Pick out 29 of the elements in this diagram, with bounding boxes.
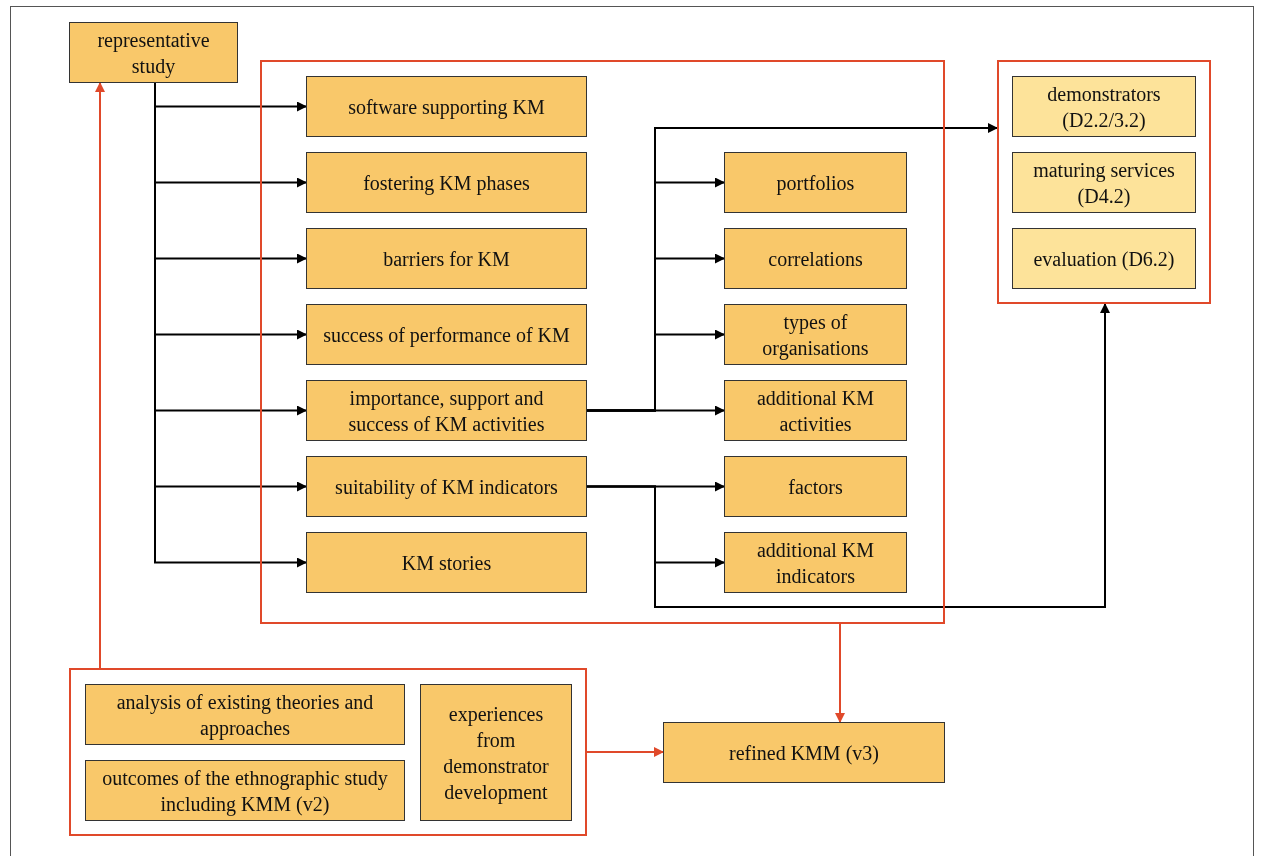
arrow xyxy=(95,82,105,669)
process-box: analysis of existing theories and approaches xyxy=(85,684,405,745)
process-box: importance, support and success of KM activities xyxy=(306,380,587,441)
process-box: additional KM indicators xyxy=(724,532,907,593)
process-box: barriers for KM xyxy=(306,228,587,289)
process-box: factors xyxy=(724,456,907,517)
process-box: software supporting KM xyxy=(306,76,587,137)
group-frame xyxy=(260,60,945,624)
process-box: evaluation (D6.2) xyxy=(1012,228,1196,289)
process-box: KM stories xyxy=(306,532,587,593)
process-box: additional KM activities xyxy=(724,380,907,441)
process-box: types of organisations xyxy=(724,304,907,365)
process-box: representative study xyxy=(69,22,238,83)
process-box: success of performance of KM xyxy=(306,304,587,365)
process-box: maturing services (D4.2) xyxy=(1012,152,1196,213)
arrow xyxy=(586,405,725,416)
group-frame xyxy=(997,60,1211,304)
arrow xyxy=(586,747,664,757)
process-box: demonstrators (D2.2/3.2) xyxy=(1012,76,1196,137)
process-box: refined KMM (v3) xyxy=(663,722,945,783)
process-box: fostering KM phases xyxy=(306,152,587,213)
arrow xyxy=(835,623,845,723)
group-frame xyxy=(69,668,587,836)
process-box: portfolios xyxy=(724,152,907,213)
process-box: correlations xyxy=(724,228,907,289)
process-box: outcomes of the ethnographic study including KMM (v2) xyxy=(85,760,405,821)
arrow xyxy=(586,303,1110,608)
process-box: suitability of KM indicators xyxy=(306,456,587,517)
process-box: experiences from demonstrator development xyxy=(420,684,572,821)
